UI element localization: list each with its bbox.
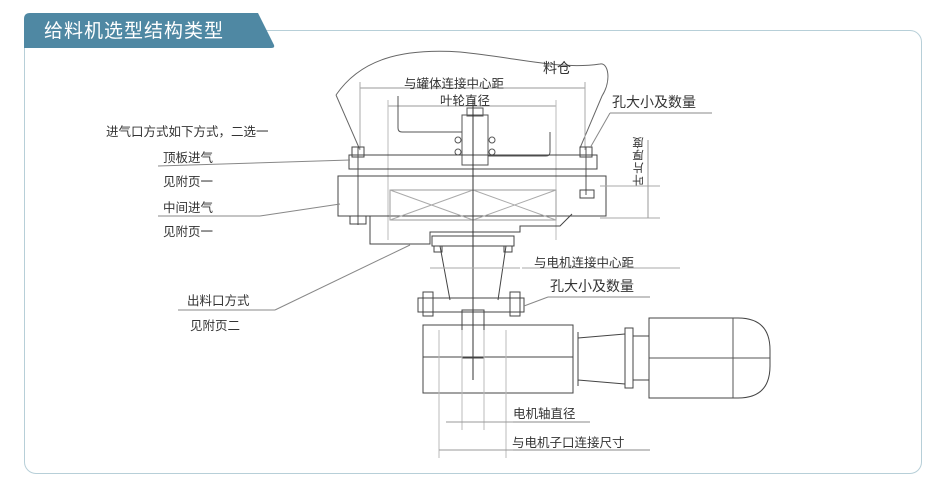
hub xyxy=(461,114,489,166)
agitator-left xyxy=(397,96,462,133)
top-inlet-ref: 见附页一 xyxy=(163,174,214,189)
blade-thickness-label: 叶片厚度 xyxy=(631,136,645,186)
outlet-ref: 见附页二 xyxy=(190,318,241,333)
housing xyxy=(337,175,607,217)
hole-size-qty-bottom-label: 孔大小及数量 xyxy=(550,279,634,295)
lower-housing xyxy=(369,213,573,245)
motor-socket-size-label: 与电机子口连接尺寸 xyxy=(512,435,625,450)
motor-body xyxy=(648,317,771,399)
middle-inlet-label: 中间进气 xyxy=(163,200,214,215)
top-inlet-label: 顶板进气 xyxy=(163,150,214,165)
motor-center-distance-label: 与电机连接中心距 xyxy=(534,255,635,270)
gearbox xyxy=(422,324,574,394)
motor-shaft-diameter-label: 电机轴直径 xyxy=(513,406,576,421)
middle-inlet-ref: 见附页一 xyxy=(163,224,214,239)
hopper-outline xyxy=(335,50,609,151)
inlet-note: 进气口方式如下方式，二选一 xyxy=(106,124,269,139)
outlet-method-label: 出料口方式 xyxy=(187,293,250,308)
tank-center-distance-label: 与罐体连接中心距 xyxy=(404,76,505,91)
agitator-right xyxy=(488,132,551,157)
page-title: 给料机选型结构类型 xyxy=(44,20,225,42)
hole-size-qty-top-label: 孔大小及数量 xyxy=(612,95,696,111)
section-title-tab: 给料机选型结构类型 xyxy=(24,13,276,49)
title-tab-shape xyxy=(24,13,275,48)
lower-flange xyxy=(417,297,525,313)
impeller-diameter-label: 叶轮直径 xyxy=(440,93,491,108)
hopper-label: 料仓 xyxy=(543,61,571,77)
